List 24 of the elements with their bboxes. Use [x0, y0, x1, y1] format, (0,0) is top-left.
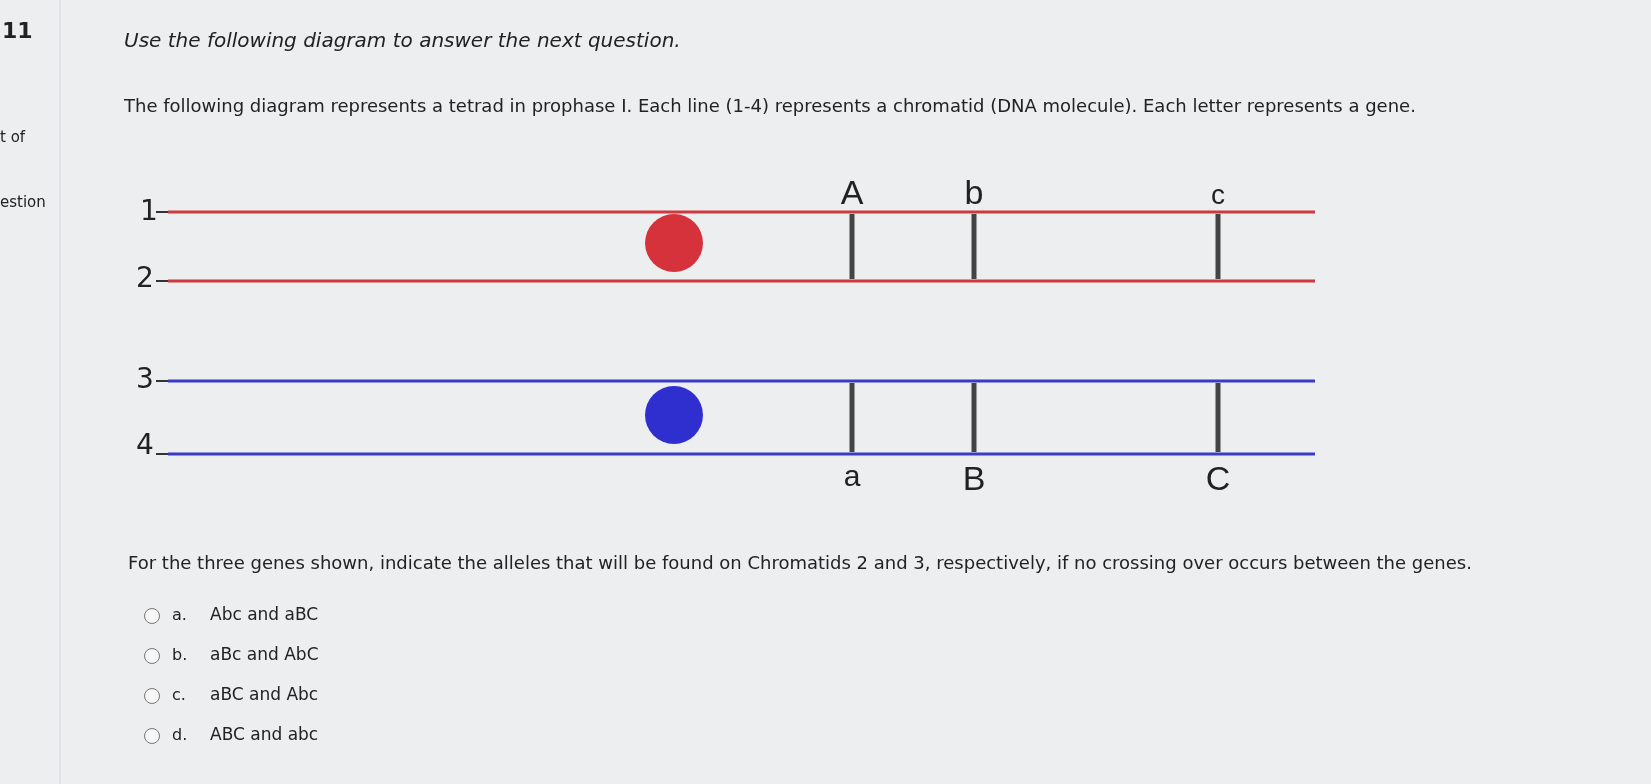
- option-letter: a.: [172, 605, 187, 625]
- option-letter: d.: [172, 725, 188, 745]
- answer-option: aBC and Abc: [210, 684, 319, 705]
- sidebar-text: t of: [0, 128, 26, 146]
- question-text: For the three genes shown, indicate the alleles that will be found on Chromatids 2 and 3, respectively, if no crossing over occurs between the genes.: [128, 552, 1472, 574]
- instruction-text: Use the following diagram to answer the next question.: [124, 28, 681, 52]
- allele-letter: c: [1211, 178, 1225, 212]
- option-letter: b.: [172, 645, 188, 665]
- allele-letter: A: [840, 172, 864, 213]
- chromatid-number: 4: [136, 428, 154, 462]
- question-number: 11: [2, 18, 33, 45]
- allele-letter: b: [964, 172, 984, 213]
- question-text: The following diagram represents a tetrad in prophase I. Each line (1-4) represents a chromatid (DNA molecule). Each letter represents a gene.: [124, 95, 1416, 117]
- answer-option: Abc and aBC: [210, 604, 319, 625]
- chromatid-number: 3: [136, 362, 154, 396]
- answer-option: aBc and AbC: [210, 644, 319, 665]
- allele-letter: a: [843, 458, 861, 494]
- sidebar-text: estion: [0, 193, 46, 211]
- answer-option: ABC and abc: [210, 724, 319, 745]
- allele-letter: B: [962, 458, 986, 499]
- chromatid-number: 2: [136, 261, 154, 295]
- chromatid-number: 1: [140, 194, 158, 228]
- option-letter: c.: [172, 685, 186, 705]
- allele-letter: C: [1205, 458, 1231, 499]
